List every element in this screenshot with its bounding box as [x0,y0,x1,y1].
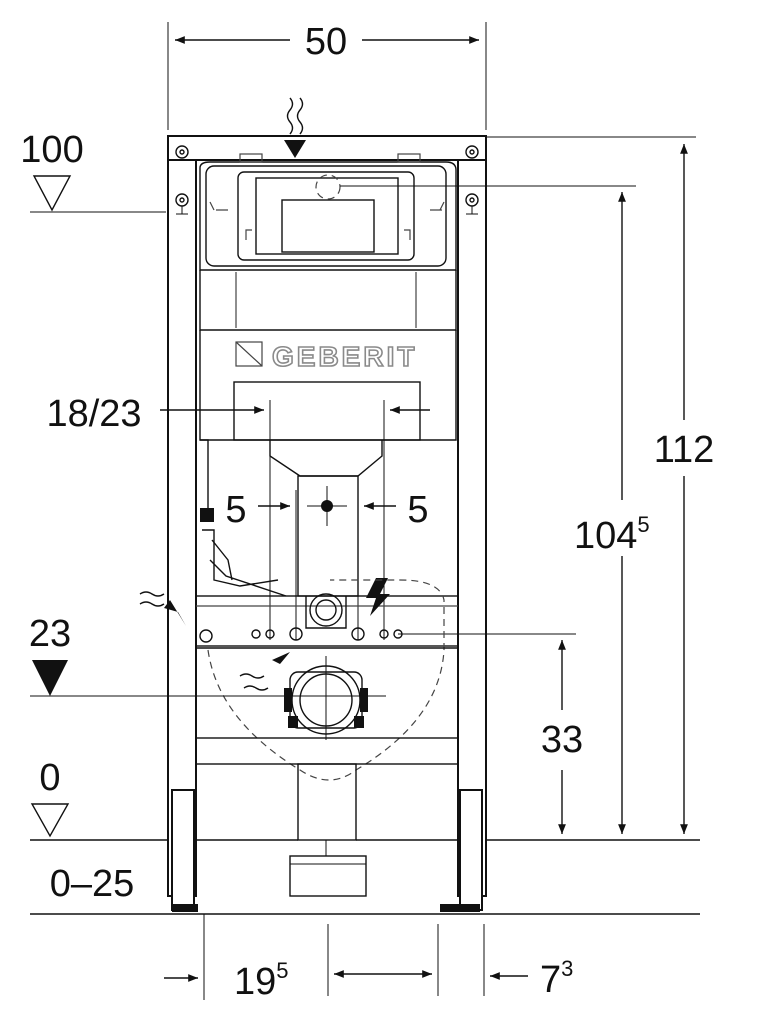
mounting-rail [139,578,576,691]
drain-spacing-label: 18/23 [46,393,141,435]
side-pipe [200,439,287,597]
height-dimensions: 112 1045 [340,136,715,834]
bolt-offset-dimension: 5 5 [225,486,429,640]
bolt-offset-right-label: 5 [407,489,428,531]
top-rail [167,135,487,161]
drain-outlet [284,665,368,735]
flush-height-sup: 5 [637,512,649,537]
foot-depth-sup: 3 [561,956,573,981]
mounting-frame [167,135,487,912]
flush-height-label: 1045 [574,512,650,557]
cistern: GEBERIT [199,153,457,597]
level-23-label: 23 [29,613,71,655]
level-23: 23 [29,613,386,740]
water-supply-icon [284,97,306,158]
flush-height-base: 104 [574,515,637,557]
drain-offset-sup: 5 [276,958,288,983]
outlet-height-label: 33 [541,719,583,761]
total-height-label: 112 [654,429,715,471]
left-upright [167,135,197,897]
level-100-label: 100 [20,129,83,171]
bottom-offsets: 195 73 [164,914,573,1003]
outlet-height-dimension: 33 [541,640,583,834]
right-upright [457,135,487,897]
foot-depth-label: 73 [540,956,573,1001]
level-100: 100 [20,129,166,213]
floor-range-label: 0–25 [50,863,135,905]
level-0-label: 0 [39,757,60,799]
drain-offset-base: 19 [234,961,276,1003]
width-label: 50 [305,21,347,63]
foot-depth-base: 7 [540,959,561,1001]
brand-logo: GEBERIT [272,341,417,372]
level-0: 0 [30,757,700,841]
drain-offset-label: 195 [234,958,289,1003]
width-dimension: 50 [167,21,487,130]
drain-spacing-dimension: 18/23 [46,393,430,640]
lower-rails [195,647,459,897]
bolt-offset-left-label: 5 [225,489,246,531]
floor-range: 0–25 [30,863,700,915]
